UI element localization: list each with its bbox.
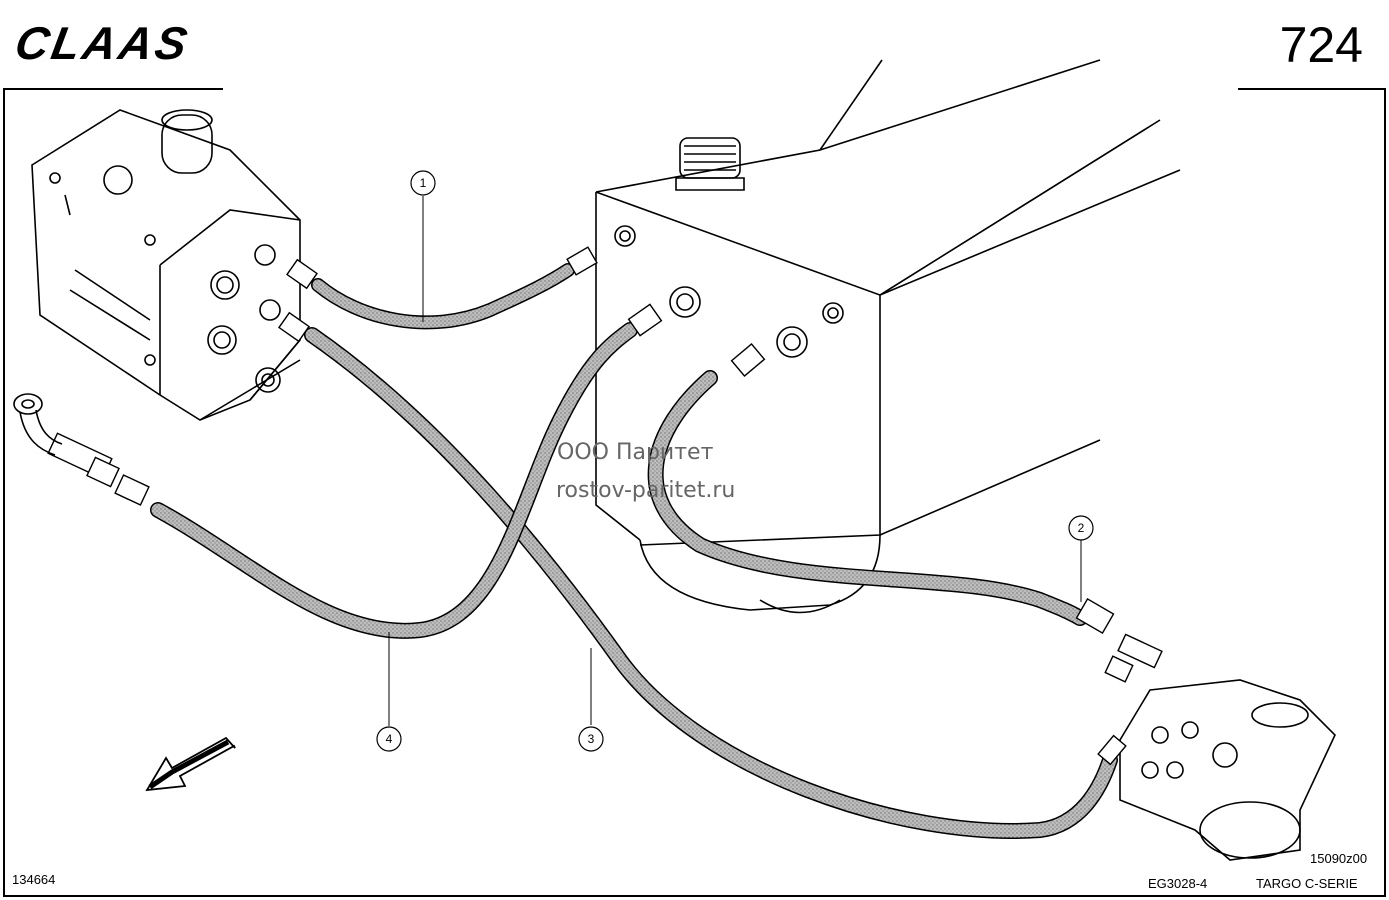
callout-4-label: 4 xyxy=(386,732,393,746)
steering-unit xyxy=(1119,679,1336,861)
control-valve xyxy=(31,109,301,421)
arrow-icon xyxy=(145,736,236,792)
callout-1-label: 1 xyxy=(420,176,427,190)
watermark-url: rostov-paritet.ru xyxy=(556,478,736,503)
page-frame xyxy=(3,88,1386,897)
footer-doc-code: EG3028-4 xyxy=(1148,876,1208,891)
elbow-tube xyxy=(13,393,63,456)
watermark-company: ООО Паритет xyxy=(557,440,714,465)
callout-leaders xyxy=(388,196,1082,726)
callout-2: 2 xyxy=(1068,515,1094,541)
callout-4: 4 xyxy=(376,726,402,752)
footer-left-code: 134664 xyxy=(12,872,56,887)
header-rule-left xyxy=(3,88,223,90)
tank xyxy=(595,59,1181,614)
footer-image-code: 15090z00 xyxy=(1310,851,1368,866)
hoses xyxy=(150,263,1118,839)
fittings xyxy=(47,246,1163,766)
footer-series: TARGO C-SERIE xyxy=(1256,876,1358,891)
header-rule-right xyxy=(1238,88,1386,90)
callout-3-label: 3 xyxy=(588,732,595,746)
callout-3: 3 xyxy=(578,726,604,752)
callout-1: 1 xyxy=(410,170,436,196)
page-number: 724 xyxy=(1279,17,1363,73)
callout-2-label: 2 xyxy=(1078,521,1085,535)
